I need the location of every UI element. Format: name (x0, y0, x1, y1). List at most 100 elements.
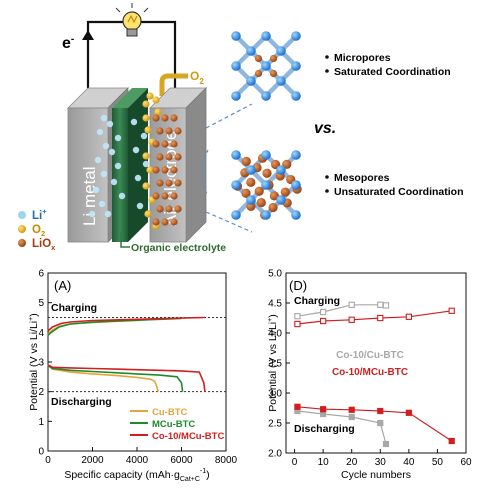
mesopore-structure (231, 150, 302, 220)
li-ion-particle (114, 162, 122, 170)
chart-a-charge-curve (47, 317, 182, 336)
chart-d-charge-point (294, 320, 301, 328)
chart-a-discharge-curve (47, 364, 184, 392)
chart-d-series (294, 301, 455, 448)
o2-pipe (159, 73, 188, 96)
chart-d-ytick-label: 3.0 (268, 389, 282, 400)
chart-d-legend-label: Co-10/MCu-BTC (332, 367, 408, 378)
chart-d-discharge-line (297, 406, 453, 442)
chart-a-discharging-label: Discharging (51, 396, 112, 408)
mof-node (231, 210, 241, 220)
chart-a-series (47, 316, 226, 393)
chart-d-xtick-label: 40 (403, 457, 415, 468)
chart-d-panel-label: (D) (289, 278, 307, 293)
li-ion-particle (132, 146, 140, 154)
lio-particle (161, 218, 169, 226)
chart-d-xtick-label: 10 (318, 457, 330, 468)
lio-cluster (246, 177, 256, 187)
chart-a-frame (47, 272, 227, 452)
mof-node (231, 31, 241, 41)
mof-node (291, 210, 301, 220)
chart-d-discharge-point (382, 440, 390, 448)
chart-d-xtick-label: 20 (346, 457, 358, 468)
chart-d-charge-point (448, 307, 455, 314)
legend-swatch (18, 211, 26, 219)
electrolyte-label: Organic electrolyte (131, 242, 226, 254)
lio-cluster (268, 202, 278, 213)
li-ion-particle (136, 202, 144, 210)
mesopore-description: Mesopores Unsaturated Coordination (325, 172, 464, 198)
battery-schematic: e- O2 Li metal (18, 3, 253, 254)
chart-a-charge-curve (47, 316, 205, 332)
lio-particle (156, 127, 164, 135)
lio-particle (152, 192, 160, 200)
lio-particle (165, 179, 173, 187)
li-ion-particle (96, 128, 104, 136)
li-ion-particle (88, 210, 96, 218)
mof-node (231, 61, 241, 71)
li-ion-particle (118, 192, 126, 200)
mof-node (276, 76, 286, 86)
electron-arrow-icon (82, 30, 94, 40)
lio-particle (152, 114, 160, 122)
chart-a-charging-label: Charging (51, 302, 97, 314)
micropore-structure (231, 31, 301, 101)
chart-d-discharge-point (348, 406, 355, 413)
anode-label: Li metal (80, 166, 99, 226)
mof-node (291, 150, 301, 160)
chart-a-ytick-label: 0 (38, 447, 44, 458)
legend-swatch (18, 239, 26, 247)
chart-a-panel-label: (A) (54, 278, 71, 293)
o2-particle (146, 166, 154, 174)
chart-d-discharge-point (377, 419, 384, 427)
chart-a-ylabel: Potential (V vs Li/Li+) (28, 313, 40, 410)
mof-node (231, 150, 241, 160)
chart-a-discharge-curve (47, 364, 159, 392)
mof-node (291, 61, 301, 71)
o2-particle (144, 126, 152, 134)
mof-node (276, 165, 286, 175)
chart-d-ytick-label: 5.0 (268, 269, 282, 280)
lio-particle (152, 218, 160, 226)
lio-particle (161, 140, 169, 148)
o2-particle (146, 92, 154, 100)
mof-node (276, 195, 286, 205)
chart-a-ytick-label: 1 (38, 417, 44, 428)
lio-particle (170, 140, 178, 148)
chart-d-xtick-label: 0 (292, 457, 298, 468)
mof-node (246, 195, 256, 205)
mof-node (261, 210, 271, 220)
chart-d-charge-line (297, 310, 452, 325)
lio-particle (156, 179, 164, 187)
lio-cluster (241, 188, 251, 198)
chart-d-discharge-point (294, 403, 301, 410)
chart-a-legend-label: Co-10/MCu-BTC (152, 431, 224, 442)
chart-d-ytick-label: 2.5 (268, 419, 282, 430)
legend-label: O2 (32, 224, 45, 238)
chart-d-charge-point (348, 316, 355, 323)
mof-node (246, 165, 256, 175)
lio-cluster (280, 187, 290, 197)
micropore-description: Micropores Saturated Coordination (325, 52, 451, 78)
chart-d-xlabel: Cycle numbers (341, 469, 411, 481)
chart-a-ytick-label: 3 (38, 358, 44, 369)
o2-particle (152, 96, 160, 104)
lio-particle (170, 114, 178, 122)
mof-node (276, 46, 286, 56)
lio-particle (156, 153, 164, 161)
lio-cluster (262, 168, 272, 178)
chart-a-ytick-label: 4 (38, 328, 44, 339)
chart-d-xtick-label: 60 (460, 457, 472, 468)
chart-d-discharge-point (320, 406, 327, 413)
chart-d-ytick-label: 2.0 (268, 449, 282, 460)
mof-node (261, 180, 271, 190)
lio-particle (170, 218, 178, 226)
li-ion-particle (130, 118, 138, 126)
mof-node (246, 76, 256, 86)
lio-cluster (269, 54, 278, 63)
lio-cluster (256, 197, 266, 208)
